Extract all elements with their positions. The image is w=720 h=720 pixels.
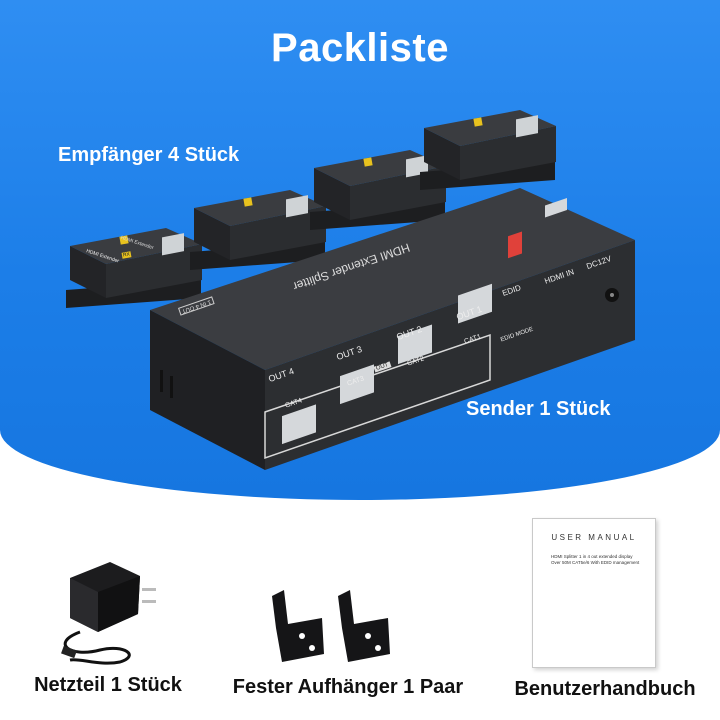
sender-label: Sender 1 Stück [466, 398, 611, 420]
power-label: Netzteil 1 Stück [34, 674, 182, 696]
bracket-label: Fester Aufhänger 1 Paar [232, 676, 464, 698]
manual-line-2: Over 50M CAT5e/6 With EDID management [551, 560, 640, 565]
splitter-text-layer: OUT 4 OUT 3 OUT 2 OUT 1 CAT4 CAT3 CAT2 C… [177, 240, 613, 410]
manual-label: Benutzerhandbuch [514, 678, 696, 700]
receiver-unit-1: HDMI Extender [56, 218, 206, 308]
page-title: Packliste [271, 26, 449, 70]
sender-splitter-unit [140, 180, 650, 480]
power-adapter-image [40, 548, 170, 668]
receivers-label: Empfänger 4 Stück [58, 144, 240, 166]
manual-line-1: HDMI Splitter 1 in 4 out extended displa… [551, 554, 633, 559]
user-manual-image: USER MANUAL HDMI Splitter 1 in 4 out ext… [532, 518, 656, 668]
mounting-bracket-image [262, 588, 412, 668]
receiver-unit-2 [180, 180, 330, 270]
manual-heading: USER MANUAL [551, 533, 637, 542]
receiver-unit-4 [410, 100, 560, 190]
